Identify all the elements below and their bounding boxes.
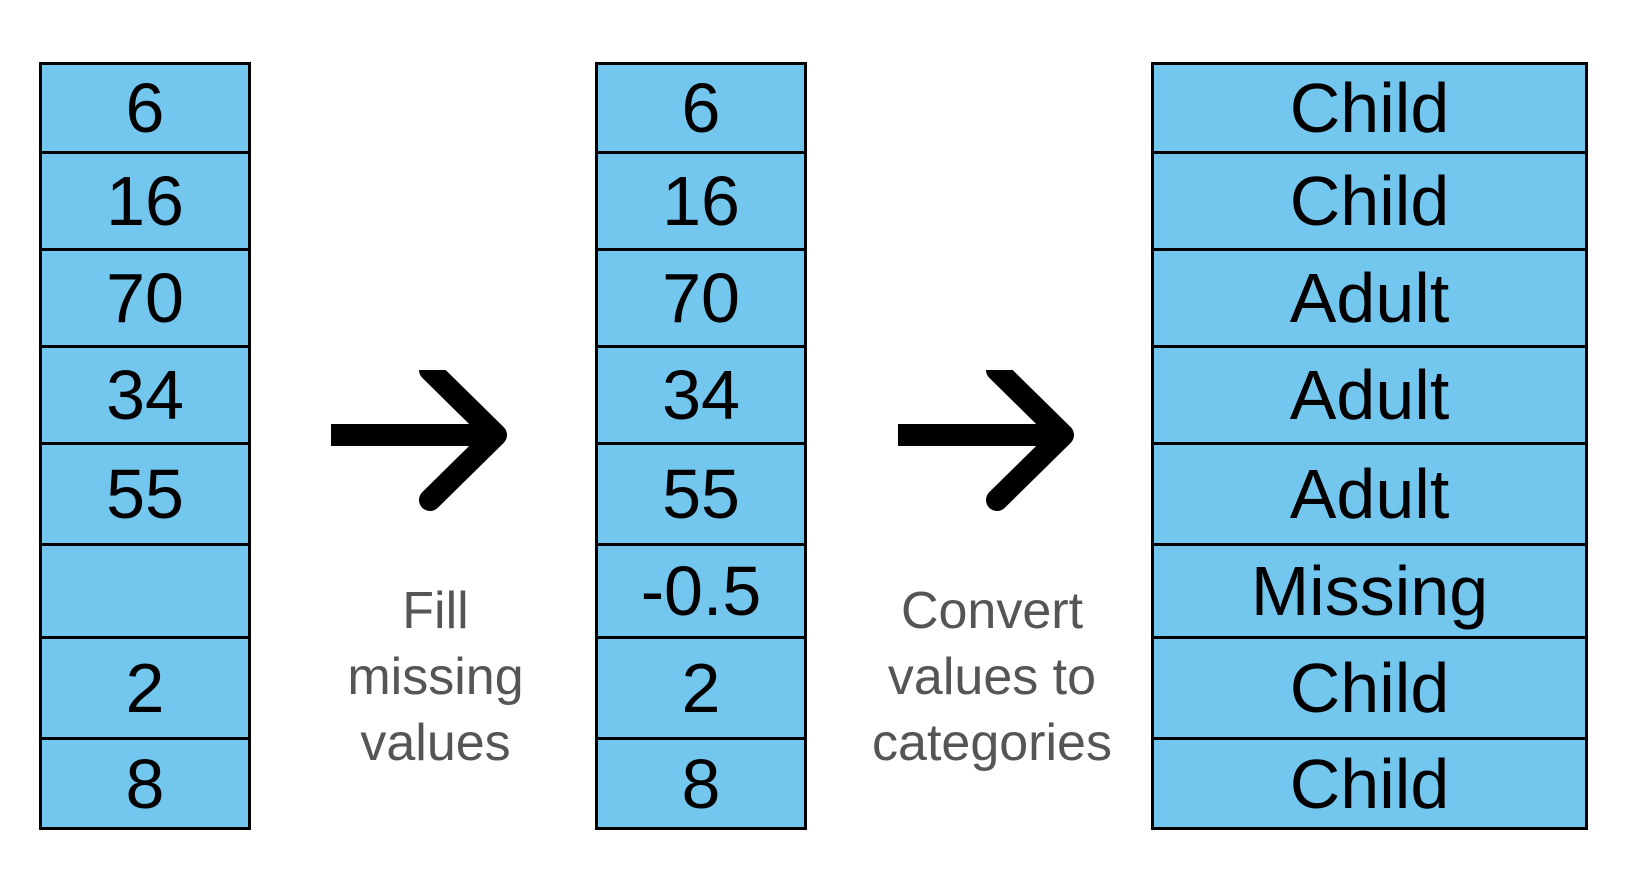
category-cell: Adult [1154, 248, 1585, 345]
input-cell: 6 [125, 69, 165, 147]
input-cell: 70 [42, 248, 248, 345]
step-label-line: values to [887, 648, 1097, 706]
filled-cell: 34 [598, 345, 804, 442]
category-cell-missing: Missing [1154, 543, 1585, 636]
filled-cell: 6 [681, 69, 721, 147]
convert-to-categories-label: Convert values to categories [842, 578, 1142, 776]
category-cell: Child [1289, 69, 1450, 147]
step-label-line: missing [347, 648, 524, 706]
filled-cell: 16 [598, 151, 804, 248]
input-cell: 55 [42, 442, 248, 543]
category-cell: Adult [1154, 345, 1585, 442]
filled-cell-imputed: -0.5 [598, 543, 804, 636]
input-column: 6 16 70 34 55 2 8 [39, 62, 251, 830]
input-cell-missing [42, 543, 248, 636]
step-label-line: values [360, 714, 511, 772]
category-cell: Adult [1154, 442, 1585, 543]
step-label-line: Convert [900, 582, 1084, 640]
input-cell: 8 [42, 737, 248, 827]
right-arrow-icon [331, 370, 507, 511]
category-cell: Child [1154, 151, 1585, 248]
category-cell: Child [1154, 636, 1585, 737]
filled-column: 6 16 70 34 55 -0.5 2 8 [595, 62, 807, 830]
input-cell: 16 [42, 151, 248, 248]
categories-column: Child Child Adult Adult Adult Missing Ch… [1151, 62, 1588, 830]
right-arrow-icon [898, 370, 1074, 511]
input-cell: 34 [42, 345, 248, 442]
input-cell: 2 [42, 636, 248, 737]
step-label-line: Fill [402, 582, 469, 640]
step-label-line: categories [872, 714, 1112, 772]
category-cell: Child [1154, 737, 1585, 827]
filled-cell: 2 [598, 636, 804, 737]
filled-cell: 70 [598, 248, 804, 345]
filled-cell: 8 [598, 737, 804, 827]
filled-cell: 55 [598, 442, 804, 543]
fill-missing-values-label: Fill missing values [313, 578, 558, 776]
